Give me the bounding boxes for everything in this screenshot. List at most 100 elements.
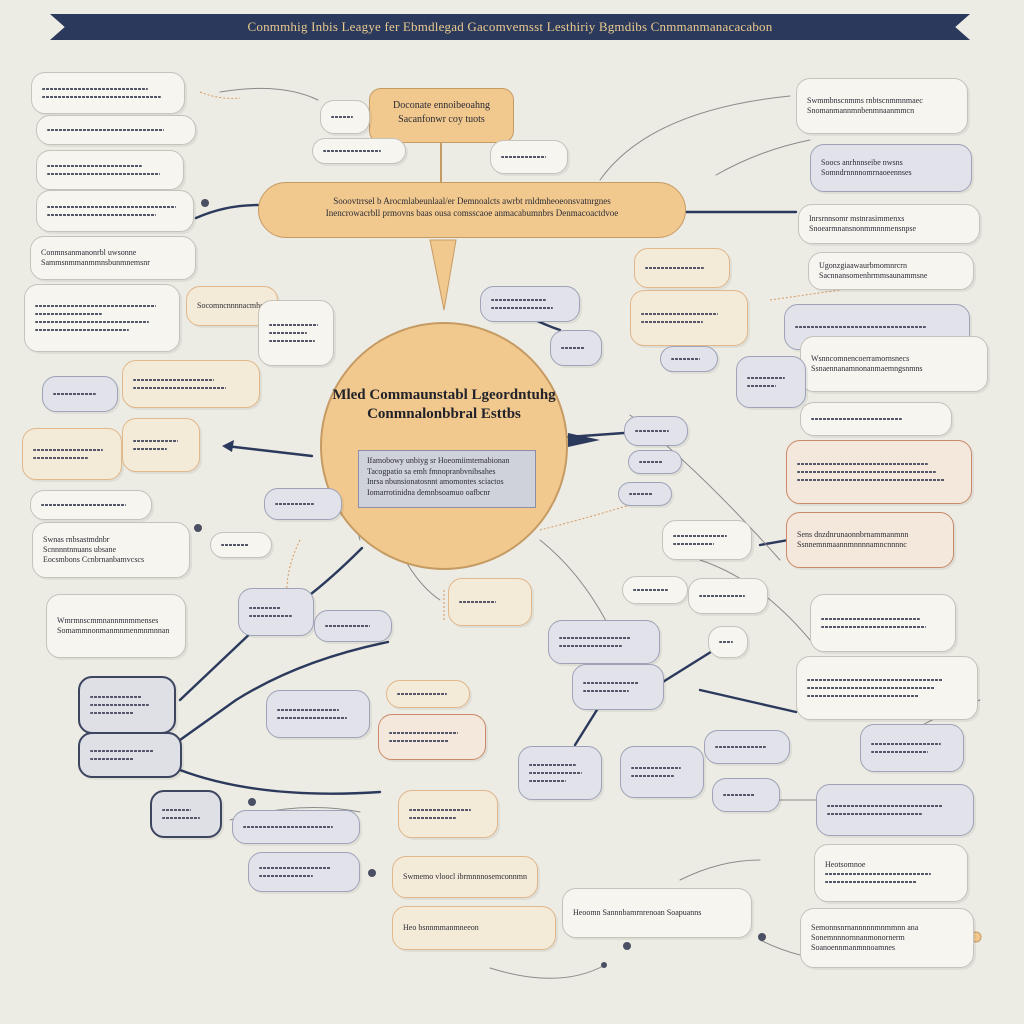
central-node[interactable]: Mled Commaunstabl Lgeordntuhg Conmnalonb… <box>320 322 568 570</box>
mind-map-node[interactable] <box>786 440 972 504</box>
mind-map-node[interactable] <box>490 140 568 174</box>
node-text: Conmnsanmanonrbl uwsonne <box>41 248 137 257</box>
mind-map-node[interactable] <box>620 746 704 798</box>
mind-map-node[interactable]: Heo bsnnmmanmneeon <box>392 906 556 950</box>
arrowhead-icon <box>568 433 600 447</box>
mind-map-node[interactable]: Ugonzgiaawaurbmomnrcrn Sacnnansomenhrmms… <box>808 252 974 290</box>
pin-dot <box>623 942 631 950</box>
mind-map-node[interactable] <box>704 730 790 764</box>
connector-line <box>489 964 606 979</box>
mind-map-node[interactable] <box>618 482 672 506</box>
top-card[interactable]: Doconate ennoibeoahng Sacanfonwr coy tuo… <box>369 88 514 143</box>
connector-line <box>573 703 602 747</box>
mind-map-node[interactable] <box>816 784 974 836</box>
mind-map-node[interactable] <box>122 418 200 472</box>
mind-map-node[interactable] <box>312 138 406 164</box>
mind-map-node[interactable] <box>572 664 664 710</box>
connector-line <box>178 640 390 742</box>
node-text: Scnnnntnnuans ubsane <box>43 545 117 554</box>
node-text: Wsnncomnencoerramornsnecs <box>811 354 910 363</box>
connector-line <box>769 289 841 301</box>
central-box-line: Tacogpatio sa emh fmnopranbvnibsahes <box>367 466 496 476</box>
main-bar-line: Inencrowacrbll prmovns baas ousa comssca… <box>325 208 619 218</box>
mind-map-node[interactable] <box>480 286 580 322</box>
mind-map-node[interactable]: Conmnsanmanonrbl uwsonne Sammsnmmanmmnsb… <box>30 236 196 280</box>
mind-map-node[interactable] <box>30 490 152 520</box>
mind-map-node[interactable] <box>660 346 718 372</box>
mind-map-node[interactable] <box>150 790 222 838</box>
mind-map-node[interactable] <box>78 732 182 778</box>
mind-map-node[interactable] <box>36 190 194 232</box>
mind-map-node[interactable] <box>36 150 184 190</box>
pin-dot <box>201 199 209 207</box>
mind-map-node[interactable] <box>31 72 185 114</box>
mind-map-node[interactable] <box>548 620 660 664</box>
mind-map-node[interactable] <box>42 376 118 412</box>
mind-map-node[interactable]: Wmrmnscmmnannmnmmenses Somammnonmanmnmen… <box>46 594 186 658</box>
mind-map-node[interactable] <box>238 588 314 636</box>
mind-map-node[interactable] <box>210 532 272 558</box>
mind-map-node[interactable] <box>258 300 334 366</box>
mind-map-node[interactable]: Sens dnzdnrunaonnbrnammanmnn Ssnnemnmaan… <box>786 512 954 568</box>
mind-map-node[interactable]: Swnas rnbsastmdnbr Scnnnntnnuans ubsane … <box>32 522 190 578</box>
mind-map-node[interactable] <box>810 594 956 652</box>
mind-map-node[interactable] <box>624 416 688 446</box>
mind-map-node[interactable] <box>378 714 486 760</box>
mind-map-node[interactable] <box>800 402 952 436</box>
mind-map-node[interactable] <box>248 852 360 892</box>
mind-map-node[interactable]: Heoomn Sannnbamrnrenoan Soapuanns <box>562 888 752 938</box>
mind-map-node[interactable] <box>712 778 780 812</box>
mind-map-node[interactable] <box>386 680 470 708</box>
mind-map-node[interactable] <box>622 576 688 604</box>
node-text: Somammnonmanmnmenmnmnnan <box>57 626 170 635</box>
node-text: Soanoennmanmnnoamnes <box>811 943 895 952</box>
main-bar[interactable]: Sooovtrrsel b Arocmlabeunlaal/er Demnoal… <box>258 182 686 238</box>
mind-map-node[interactable] <box>860 724 964 772</box>
mind-map-node[interactable] <box>122 360 260 408</box>
top-card-line: Sacanfonwr coy tuots <box>398 114 485 125</box>
mind-map-node[interactable] <box>796 656 978 720</box>
mind-map-node[interactable]: Soocs anrhnnseibe nwsns Somndrnnnnomrnao… <box>810 144 972 192</box>
mind-map-node[interactable] <box>688 578 768 614</box>
node-text: Heo bsnnmmanmneeon <box>403 923 479 932</box>
mind-map-node[interactable] <box>78 676 176 734</box>
pin-dot <box>194 524 202 532</box>
mind-map-node[interactable]: Semonnsnrnannnnnmnmmnn ana Sonemnnnornna… <box>800 908 974 968</box>
node-text: Ssnaennanamnonanmaemngsnmns <box>811 364 923 373</box>
central-title: Mled Commaunstabl Lgeordntuhg Conmnalonb… <box>322 386 566 424</box>
main-bar-line: Sooovtrrsel b Arocmlabeunlaal/er Demnoal… <box>333 196 611 206</box>
mind-map-node[interactable] <box>736 356 806 408</box>
mind-map-node[interactable] <box>518 746 602 800</box>
node-text: Sammsnmmanmmnsbunmnemsnr <box>41 258 150 267</box>
mind-map-node[interactable] <box>266 690 370 738</box>
node-text: Sonemnnnornnanmonornerm <box>811 933 905 942</box>
mind-map-node[interactable]: Swmemo vloocl ibrmnnnosemconnmn <box>392 856 538 898</box>
mind-map-node[interactable] <box>634 248 730 288</box>
mind-map-node[interactable] <box>314 610 392 642</box>
mind-map-node[interactable] <box>398 790 498 838</box>
mind-map-node[interactable]: Wsnncomnencoerramornsnecs Ssnaennanamnon… <box>800 336 988 392</box>
mind-map-node[interactable] <box>628 450 682 474</box>
mind-map-node[interactable]: Swmmbnscnmms rnbtscnmmnmaec Snomanmannmn… <box>796 78 968 134</box>
central-box-line: Iomarrotinidna demnbsoamuo oafbcnr <box>367 487 491 497</box>
mind-map-node[interactable] <box>264 488 342 520</box>
mind-map-node[interactable] <box>22 428 122 480</box>
central-box-line: Inrsa nbunsionatosnnt amomontes sciactos <box>367 477 504 486</box>
mind-map-node[interactable] <box>550 330 602 366</box>
mind-map-node[interactable] <box>708 626 748 658</box>
mind-map-node[interactable]: Inrsrnnsomr mstnrasimmenxs Snoearmnansno… <box>798 204 980 244</box>
mind-map-node[interactable] <box>36 115 196 145</box>
mind-map-node[interactable] <box>630 290 748 346</box>
mind-map-node[interactable]: Heotsomnoe <box>814 844 968 902</box>
mind-map-node[interactable] <box>320 100 370 134</box>
central-text-box: Ifamobowy unbiyg sr Hoeomiimtemabionan T… <box>358 450 536 508</box>
node-text: Eocsmbons Ccnbrnanbamvcscs <box>43 555 145 564</box>
mind-map-node[interactable] <box>24 284 180 352</box>
central-title-line: Conmnalonbbral Esttbs <box>367 406 521 422</box>
mind-map-node[interactable] <box>448 578 532 626</box>
node-text: Semonnsnrnannnnnmnmmnn ana <box>811 923 919 932</box>
mind-map-node[interactable] <box>662 520 752 560</box>
mind-map-node[interactable] <box>232 810 360 844</box>
connector-line <box>759 939 801 956</box>
node-text: Ugonzgiaawaurbmomnrcrn <box>819 261 907 270</box>
